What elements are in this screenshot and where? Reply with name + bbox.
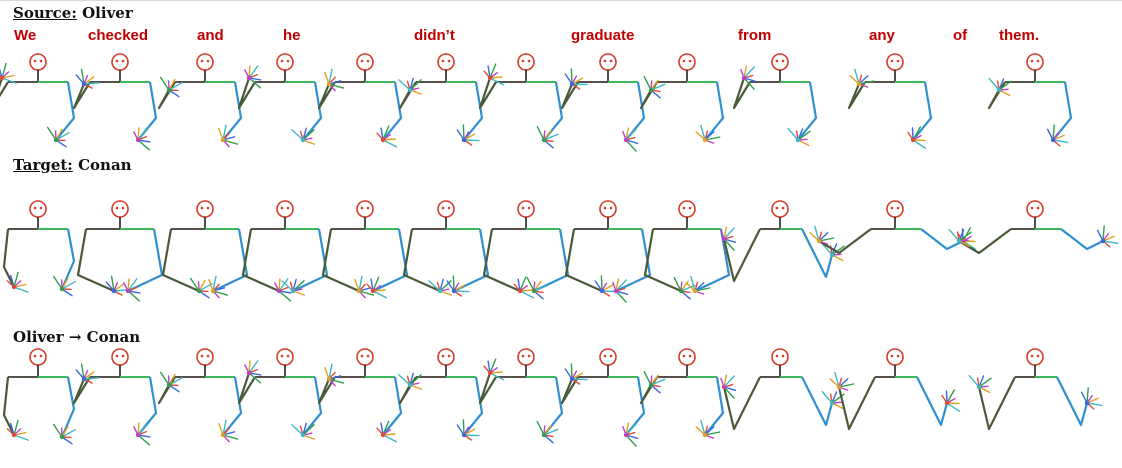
head-icon xyxy=(438,54,454,70)
transfer-pose-11 xyxy=(975,343,1095,468)
right-hand-icon xyxy=(696,421,720,439)
word-6: from xyxy=(738,27,771,44)
head-icon xyxy=(518,349,534,365)
head-icon xyxy=(112,201,128,217)
target-row-label: Target: Conan xyxy=(13,156,132,174)
left-hand-icon xyxy=(76,69,99,88)
head-icon xyxy=(679,54,695,70)
left-hand-icon xyxy=(565,364,587,384)
left-hand-icon xyxy=(0,64,16,84)
head-icon xyxy=(1027,349,1043,365)
right-hand-icon xyxy=(696,126,720,144)
word-9: them. xyxy=(999,27,1039,44)
head-icon xyxy=(518,54,534,70)
left-hand-icon xyxy=(76,364,99,383)
head-icon xyxy=(277,54,293,70)
word-0: We xyxy=(14,27,36,44)
head-icon xyxy=(600,54,616,70)
head-icon xyxy=(277,349,293,365)
right-hand-icon xyxy=(1082,388,1102,409)
head-icon xyxy=(438,349,454,365)
word-7: any xyxy=(869,27,895,44)
head-icon xyxy=(277,201,293,217)
source-pose-row xyxy=(0,48,1122,168)
word-3: he xyxy=(283,27,301,44)
head-icon xyxy=(357,201,373,217)
left-hand-icon xyxy=(399,78,421,94)
head-icon xyxy=(600,349,616,365)
transfer-pose-row xyxy=(0,343,1122,465)
right-hand-icon xyxy=(613,279,628,302)
target-pose-10 xyxy=(835,195,955,320)
head-icon xyxy=(30,54,46,70)
head-icon xyxy=(1027,201,1043,217)
left-hand-icon xyxy=(514,277,533,298)
head-icon xyxy=(887,349,903,365)
word-2: and xyxy=(197,27,224,44)
head-icon xyxy=(679,201,695,217)
head-icon xyxy=(197,201,213,217)
left-hand-icon xyxy=(850,70,874,88)
head-icon xyxy=(772,349,788,365)
head-icon xyxy=(518,201,534,217)
top-divider xyxy=(0,0,1122,1)
head-icon xyxy=(772,201,788,217)
head-icon xyxy=(887,54,903,70)
source-pose-9 xyxy=(720,48,840,173)
head-icon xyxy=(438,201,454,217)
head-icon xyxy=(887,201,903,217)
head-icon xyxy=(197,349,213,365)
left-hand-icon xyxy=(399,373,421,389)
word-4: didn’t xyxy=(414,27,455,44)
target-tag: Target: xyxy=(13,156,73,174)
head-icon xyxy=(357,54,373,70)
transfer-pose-10 xyxy=(835,343,955,468)
right-hand-icon xyxy=(1098,226,1118,247)
word-1: checked xyxy=(88,27,148,44)
right-hand-icon xyxy=(908,127,926,148)
word-5: graduate xyxy=(571,27,634,44)
left-hand-icon xyxy=(565,69,587,89)
source-transcript: We checked and he didn’t graduate from a… xyxy=(0,27,1122,49)
transfer-pose-9 xyxy=(720,343,840,468)
right-hand-icon xyxy=(124,279,140,301)
left-hand-icon xyxy=(721,375,736,398)
target-pose-row xyxy=(0,195,1122,320)
source-pose-11 xyxy=(975,48,1095,173)
word-8: of xyxy=(953,27,967,44)
right-hand-icon xyxy=(788,129,810,146)
head-icon xyxy=(600,201,616,217)
target-name: Conan xyxy=(78,156,131,174)
left-hand-icon xyxy=(721,227,736,250)
target-pose-9 xyxy=(720,195,840,320)
head-icon xyxy=(1027,54,1043,70)
head-icon xyxy=(772,54,788,70)
head-icon xyxy=(112,349,128,365)
head-icon xyxy=(30,201,46,217)
head-icon xyxy=(30,349,46,365)
head-icon xyxy=(112,54,128,70)
head-icon xyxy=(679,349,695,365)
target-pose-11 xyxy=(975,195,1095,320)
source-tag: Source: xyxy=(13,4,77,22)
head-icon xyxy=(357,349,373,365)
source-name: Oliver xyxy=(82,4,133,22)
left-hand-icon xyxy=(161,373,182,392)
left-hand-icon xyxy=(161,78,182,97)
source-row-label: Source: Oliver xyxy=(13,4,133,22)
head-icon xyxy=(197,54,213,70)
source-pose-10 xyxy=(835,48,955,173)
